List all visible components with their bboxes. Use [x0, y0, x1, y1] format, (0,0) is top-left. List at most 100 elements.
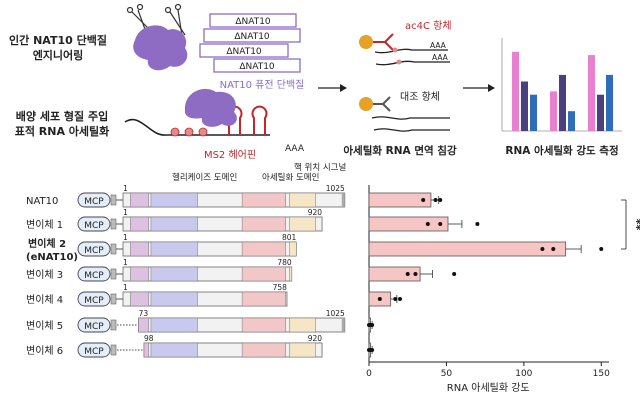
data-point	[599, 247, 604, 251]
start-residue: 73	[139, 309, 149, 318]
delta-label-3: ΔNAT10	[226, 47, 262, 57]
mini-bar	[568, 111, 575, 131]
mini-bar	[512, 51, 519, 131]
start-residue: 98	[144, 334, 154, 343]
c-terminal-cap	[341, 193, 345, 207]
domain-n-terminal	[138, 317, 150, 333]
domain-n-terminal	[130, 291, 150, 307]
fusion-protein-icon	[184, 88, 237, 127]
ac4c-antibody-icon	[373, 33, 394, 51]
end-residue: 780	[277, 258, 292, 267]
start-residue: 1	[123, 208, 128, 217]
domain-helicase	[150, 266, 198, 282]
mcp-label: MCP	[84, 271, 104, 281]
x-tick-label: 100	[515, 369, 532, 379]
data-bar	[368, 266, 421, 282]
domain-n-terminal	[130, 241, 150, 257]
data-point	[405, 272, 410, 276]
ms2-label: MS2 헤어핀	[204, 149, 256, 161]
data-point	[413, 272, 418, 276]
delta-nat10-stack: ΔNAT10 ΔNAT10 ΔNAT10 ΔNAT10	[199, 13, 301, 73]
mcp-label: MCP	[84, 322, 104, 332]
scissors-icon-2	[164, 3, 186, 37]
helicase-domain-label: 헬리케이즈 도메인	[172, 172, 237, 183]
mcp-tag	[77, 216, 111, 232]
construct-name: 변이체 6	[26, 345, 63, 357]
data-point	[421, 198, 426, 202]
cell-label-1: 배양 세포 형질 주입	[16, 109, 108, 123]
linker-block	[110, 293, 117, 305]
ip-label: 아세틸화 RNA 면역 침강	[343, 144, 457, 157]
polya-tail: AAA	[430, 41, 447, 50]
ms2-hairpin-2	[251, 105, 268, 135]
nat10-protein-icon	[133, 25, 188, 71]
mini-bar	[559, 74, 566, 131]
domain-n-terminal	[130, 192, 150, 208]
measure-label: RNA 아세틸화 강도 측정	[505, 144, 618, 157]
domain-acetyltransferase	[241, 266, 286, 282]
start-residue: 1	[123, 233, 128, 242]
arrow-head-1	[340, 84, 347, 92]
mcp-label: MCP	[84, 221, 104, 231]
construct-name: 변이체 1	[26, 219, 63, 231]
end-residue: 920	[308, 208, 323, 217]
mini-bar	[606, 74, 613, 131]
control-antibody-label: 대조 항체	[400, 91, 440, 103]
mini-bar	[550, 91, 557, 131]
ac4c-antibody-label: ac4C 항체	[405, 20, 452, 32]
data-point	[370, 348, 375, 352]
construct-name: 변이체 2	[28, 237, 66, 250]
mini-bar	[521, 81, 528, 131]
nls-label: 핵 위치 시그널	[294, 162, 346, 173]
delta-label-4: ΔNAT10	[239, 62, 275, 72]
construct-row-2: 변이체 1 MCP 1 920	[26, 208, 323, 232]
data-bar	[368, 241, 567, 257]
domain-n-terminal	[143, 342, 150, 358]
x-tick-label: 150	[593, 369, 610, 379]
x-tick-label: 0	[366, 369, 372, 379]
domain-n-terminal	[130, 266, 150, 282]
construct-name: 변이체 3	[26, 269, 63, 281]
ip-rna-3	[371, 116, 450, 120]
domain-helicase	[150, 317, 198, 333]
polya-tail: AAA	[285, 144, 305, 154]
mini-bar	[597, 94, 604, 131]
domain-acetyltransferase	[241, 192, 286, 208]
delta-label-1: ΔNAT10	[235, 17, 271, 27]
cell-label-2: 표적 RNA 아세틸화	[15, 124, 110, 138]
construct-subname: (eNAT10)	[26, 252, 78, 263]
start-residue: 1	[123, 258, 128, 267]
domain-acetyltransferase	[241, 317, 286, 333]
acetyl-mark	[396, 59, 402, 65]
data-point	[370, 323, 375, 327]
domain-acetyltransferase	[241, 291, 286, 307]
mcp-label: MCP	[84, 197, 104, 207]
bead-icon	[359, 97, 373, 111]
data-point	[540, 247, 545, 251]
domain-n-terminal	[130, 216, 150, 232]
mini-bar	[530, 94, 537, 131]
end-residue: 1025	[326, 184, 345, 193]
arrow-head-2	[488, 84, 495, 92]
mcp-tag	[77, 317, 111, 333]
mcp-tag	[77, 291, 111, 307]
mcp-tag	[77, 342, 111, 358]
start-residue: 1	[123, 184, 128, 193]
domain-helicase	[150, 241, 198, 257]
domain-nls	[289, 192, 316, 208]
end-residue: 801	[282, 233, 297, 242]
mcp-tag	[77, 192, 111, 208]
mcp-label: MCP	[84, 296, 104, 306]
data-point	[475, 222, 480, 226]
domain-nls	[289, 216, 316, 232]
data-point	[397, 297, 402, 301]
data-point	[433, 198, 438, 202]
bead-icon	[359, 35, 373, 49]
